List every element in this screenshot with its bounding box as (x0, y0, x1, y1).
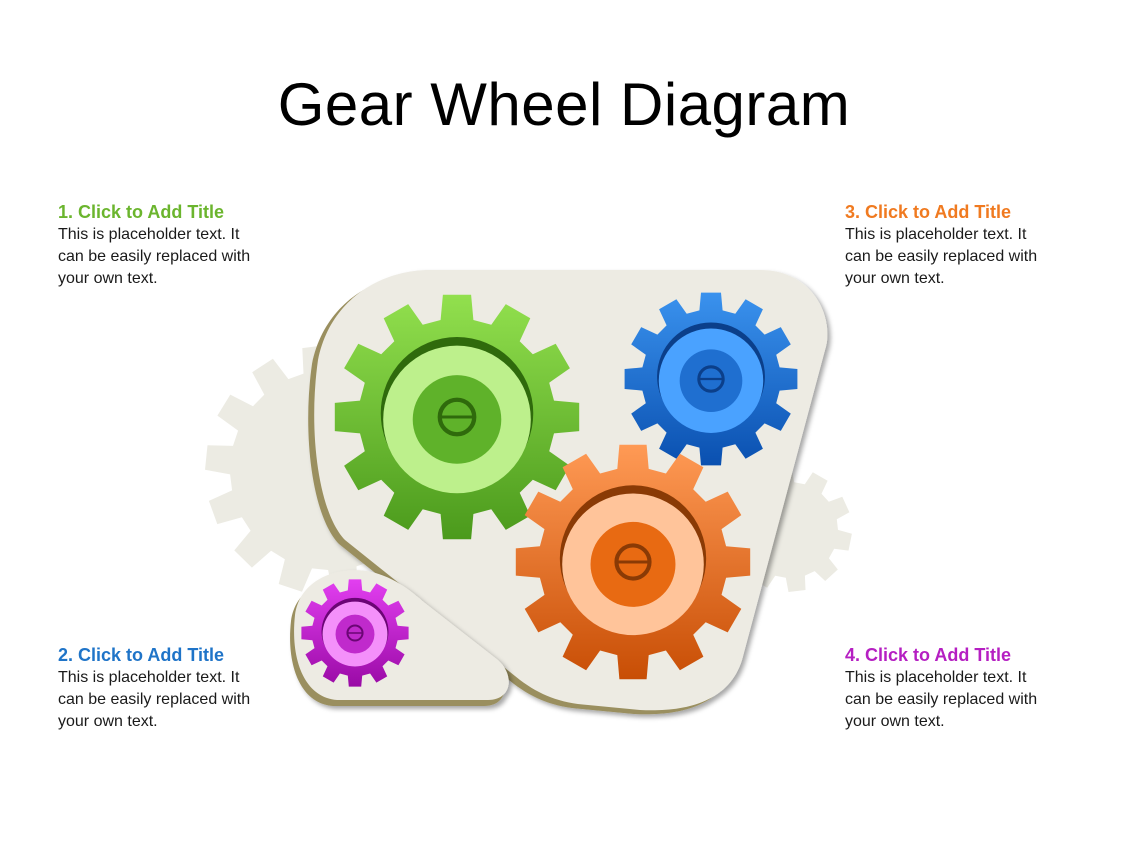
text-block-3[interactable]: 3. Click to Add Title This is placeholde… (845, 201, 1055, 290)
item-2-body[interactable]: This is placeholder text. It can be easi… (58, 669, 251, 730)
item-2-title[interactable]: 2. Click to Add Title (58, 645, 225, 665)
text-block-1[interactable]: 1. Click to Add Title This is placeholde… (58, 201, 258, 290)
item-4-body[interactable]: This is placeholder text. It can be easi… (845, 669, 1038, 730)
text-block-4[interactable]: 4. Click to Add Title This is placeholde… (845, 644, 1045, 733)
text-block-2[interactable]: 2. Click to Add Title This is placeholde… (58, 644, 258, 733)
green-gear-icon (334, 294, 580, 540)
item-1-body[interactable]: This is placeholder text. It can be easi… (58, 226, 251, 287)
item-4-title[interactable]: 4. Click to Add Title (845, 645, 1012, 665)
slide-title[interactable]: Gear Wheel Diagram (277, 71, 851, 138)
item-3-body[interactable]: This is placeholder text. It can be easi… (845, 226, 1038, 287)
blue-gear-icon (624, 292, 798, 466)
orange-gear-icon (515, 444, 751, 680)
item-1-title[interactable]: 1. Click to Add Title (58, 202, 225, 222)
magenta-gear-icon (301, 579, 409, 687)
item-3-title[interactable]: 3. Click to Add Title (845, 202, 1012, 222)
